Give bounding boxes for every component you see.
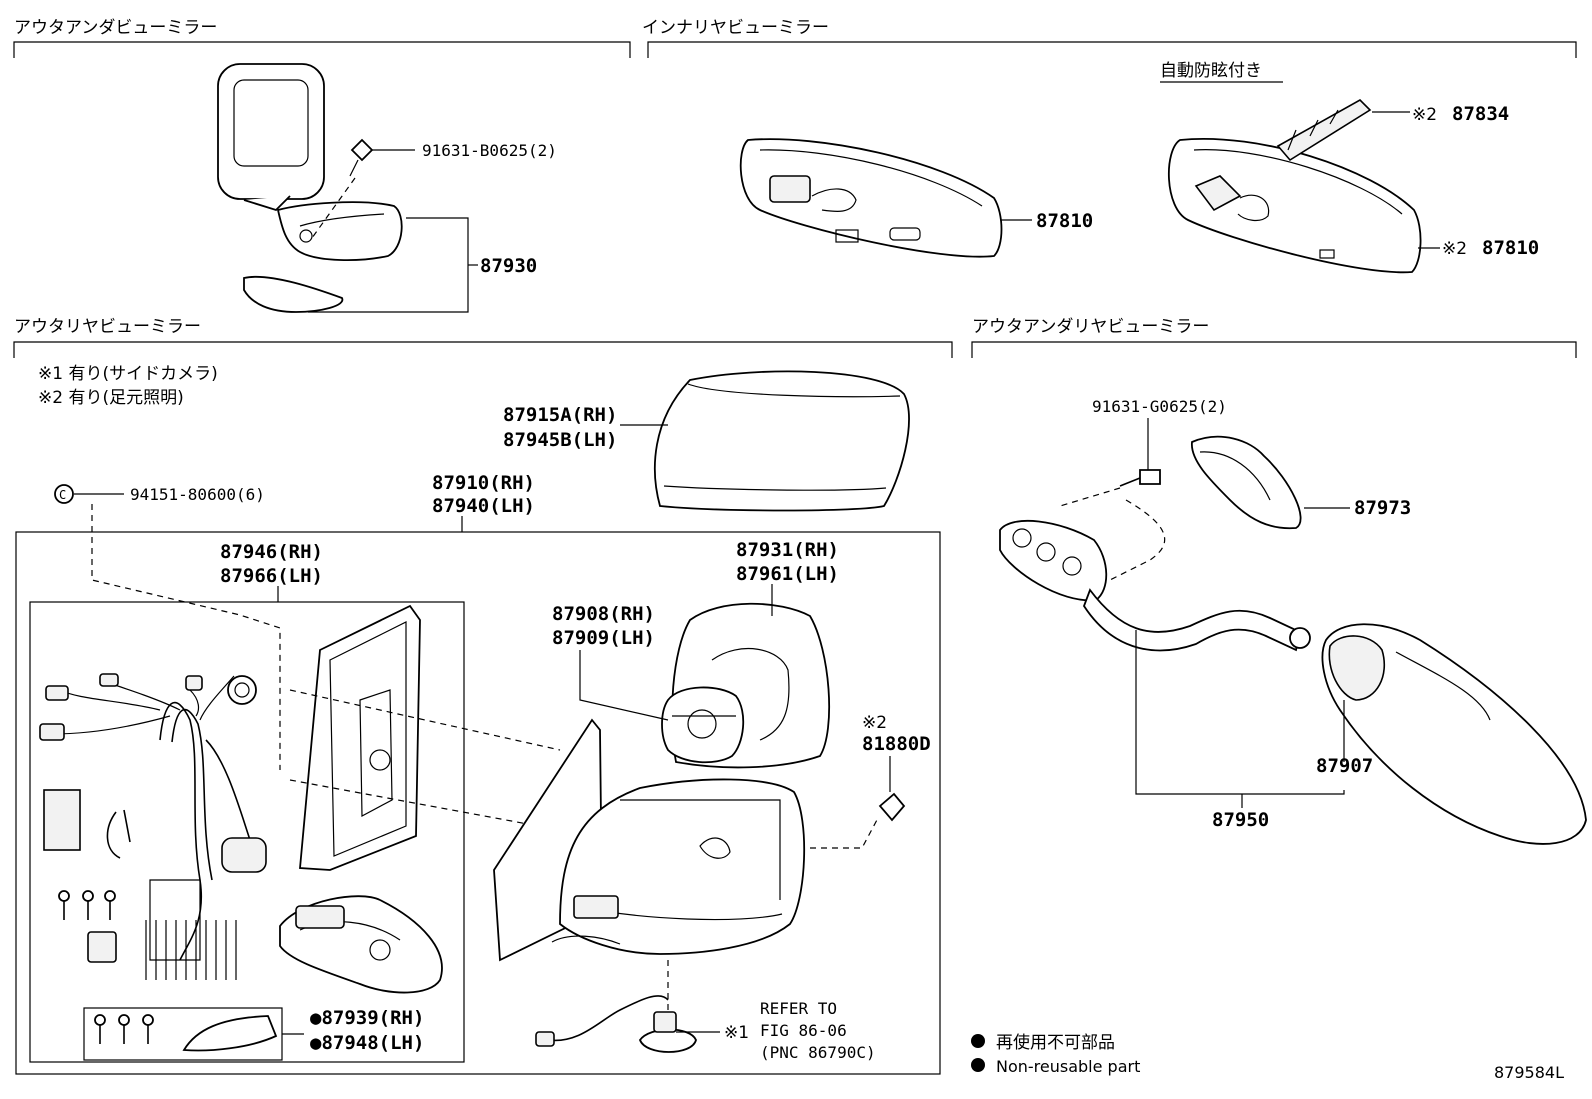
under-mirror-stay-illustration xyxy=(999,519,1311,652)
small-screws-illustration xyxy=(94,1014,154,1044)
non-reusable-bullet-icon xyxy=(971,1034,985,1048)
label-87973: 87973 xyxy=(1354,497,1411,519)
note-foot-light: ※2 有り(足元照明) xyxy=(38,388,184,408)
label-87966: 87966(LH) xyxy=(220,565,323,587)
label-91631-g0625: 91631-G0625(2) xyxy=(1092,397,1227,416)
label-87961: 87961(LH) xyxy=(736,563,839,585)
label-81880d: 81880D xyxy=(862,733,931,755)
mirror-housing-illustration xyxy=(493,718,806,962)
label-87910: 87910(RH) xyxy=(432,472,535,494)
note-auto-antiglare: 自動防眩付き xyxy=(1160,61,1262,81)
label-87948: ●87948(LH) xyxy=(310,1032,424,1054)
label-87950: 87950 xyxy=(1212,809,1269,831)
assembly-box xyxy=(15,531,941,1075)
auto-dimming-mirror-illustration xyxy=(1167,99,1422,274)
wiring-subassembly-box xyxy=(29,601,465,1063)
label-87909: 87909(LH) xyxy=(552,627,655,649)
tape-pad-illustration xyxy=(43,789,81,851)
mirror-frame-illustration xyxy=(299,604,421,871)
label-87908: 87908(RH) xyxy=(552,603,655,625)
refer-line-2: FIG 86-06 xyxy=(760,1021,847,1040)
legend-en: Non-reusable part xyxy=(996,1057,1140,1076)
mirror-cover-illustration xyxy=(653,370,910,512)
section-title-inner-rear: インナリヤビューミラー xyxy=(642,18,829,38)
label-94151: 94151-80600(6) xyxy=(130,485,265,504)
section-title-outer-under: アウタアンダビューミラー xyxy=(14,18,217,38)
bracket-cover-illustration xyxy=(1191,435,1302,530)
screw-c-icon: C xyxy=(54,484,74,504)
clip-illustration xyxy=(106,809,131,859)
mirror-actuator-illustration xyxy=(661,686,745,764)
label-87946: 87946(RH) xyxy=(220,541,323,563)
label-87939: ●87939(RH) xyxy=(310,1007,424,1029)
label-87907: 87907 xyxy=(1316,755,1373,777)
bolt-illustration xyxy=(1119,469,1161,487)
under-mirror-head-illustration xyxy=(1321,623,1587,845)
figure-id: 879584L xyxy=(1494,1063,1564,1082)
non-reusable-bullet-icon xyxy=(971,1058,985,1072)
small-cover-illustration xyxy=(182,1015,278,1052)
refer-line-3: (PNC 86790C) xyxy=(760,1043,876,1062)
label-87915a: 87915A(RH) xyxy=(503,404,617,426)
wiring-harness-illustration xyxy=(39,673,267,980)
note-mark-refer: ※1 xyxy=(724,1023,749,1043)
section-title-outer-rear: アウタリヤビューミラー xyxy=(14,317,201,337)
connector-illustration xyxy=(87,931,117,963)
label-87930: 87930 xyxy=(480,255,537,277)
screws-illustration xyxy=(58,890,116,920)
note-mark-87834: ※2 xyxy=(1412,105,1437,125)
section-title-outer-under-rear: アウタアンダリヤビューミラー xyxy=(972,317,1209,337)
under-view-mirror-illustration xyxy=(217,63,403,313)
label-87810-standard: 87810 xyxy=(1036,210,1093,232)
side-camera-illustration xyxy=(535,995,697,1053)
note-mark-81880d: ※2 xyxy=(862,713,887,733)
retractor-base-illustration xyxy=(279,895,443,994)
inner-mirror-illustration xyxy=(739,138,1003,258)
label-87834: 87834 xyxy=(1452,103,1509,125)
svg-text:C: C xyxy=(59,488,66,502)
label-87810-dimming: 87810 xyxy=(1482,237,1539,259)
refer-line-1: REFER TO xyxy=(760,999,837,1018)
label-87940: 87940(LH) xyxy=(432,495,535,517)
note-side-camera: ※1 有り(サイドカメラ) xyxy=(38,364,218,384)
label-91631-b0625: 91631-B0625(2) xyxy=(422,141,557,160)
label-87945b: 87945B(LH) xyxy=(503,429,617,451)
bulb-illustration xyxy=(878,792,906,822)
legend-jp: 再使用不可部品 xyxy=(996,1032,1115,1053)
label-87931: 87931(RH) xyxy=(736,539,839,561)
note-mark-87810-dimming: ※2 xyxy=(1442,239,1467,259)
